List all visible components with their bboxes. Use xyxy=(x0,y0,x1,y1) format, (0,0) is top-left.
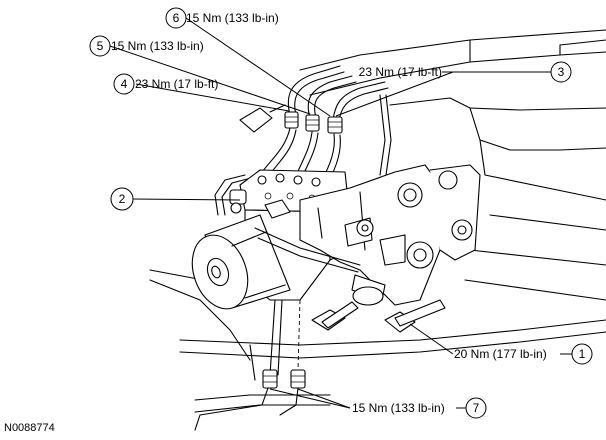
torque-label: 15 Nm (133 lb-in) xyxy=(186,11,279,25)
bracket-pipe-and-bolts xyxy=(254,227,446,333)
callout-number: 6 xyxy=(173,11,180,25)
leader-7b xyxy=(297,388,351,409)
callout-3: 23 Nm (17 lb-ft) 3 xyxy=(359,61,572,83)
torque-label: 15 Nm (133 lb-in) xyxy=(352,401,445,415)
callout-1: 20 Nm (177 lb-in) 1 xyxy=(454,343,593,365)
tube-nuts-lower xyxy=(194,299,306,431)
callout-number: 4 xyxy=(121,77,128,91)
callout-number: 1 xyxy=(579,347,586,361)
torque-label: 23 Nm (17 lb-ft) xyxy=(359,65,442,79)
torque-label: 15 Nm (133 lb-in) xyxy=(111,39,204,53)
leader-1 xyxy=(409,323,454,355)
callout-6: 6 15 Nm (133 lb-in) xyxy=(165,7,279,29)
callout-4: 4 23 Nm (17 lb-ft) xyxy=(113,73,218,95)
leader-6 xyxy=(185,17,331,117)
figure-id: N0088774 xyxy=(4,422,55,434)
leader-4 xyxy=(135,83,290,112)
tube-nuts-upper xyxy=(284,111,343,134)
callout-7: 15 Nm (133 lb-in) 7 xyxy=(352,397,487,419)
leader-3 xyxy=(335,71,454,117)
callout-number: 7 xyxy=(473,401,480,415)
mounting-bracket xyxy=(299,164,481,306)
callout-number: 3 xyxy=(558,65,565,79)
vehicle-body-structure xyxy=(149,29,606,413)
leader-2 xyxy=(132,198,241,201)
torque-label: 23 Nm (17 lb-ft) xyxy=(135,77,218,91)
leader-lines xyxy=(109,17,454,409)
callout-number: 5 xyxy=(97,39,104,53)
torque-label: 20 Nm (177 lb-in) xyxy=(454,347,547,361)
callout-5: 5 15 Nm (133 lb-in) xyxy=(89,35,204,57)
pump-motor xyxy=(191,214,291,310)
callout-number: 2 xyxy=(119,192,126,206)
leader-5 xyxy=(109,45,311,115)
callout-2: 2 xyxy=(110,187,134,211)
leader-7a xyxy=(269,388,351,409)
